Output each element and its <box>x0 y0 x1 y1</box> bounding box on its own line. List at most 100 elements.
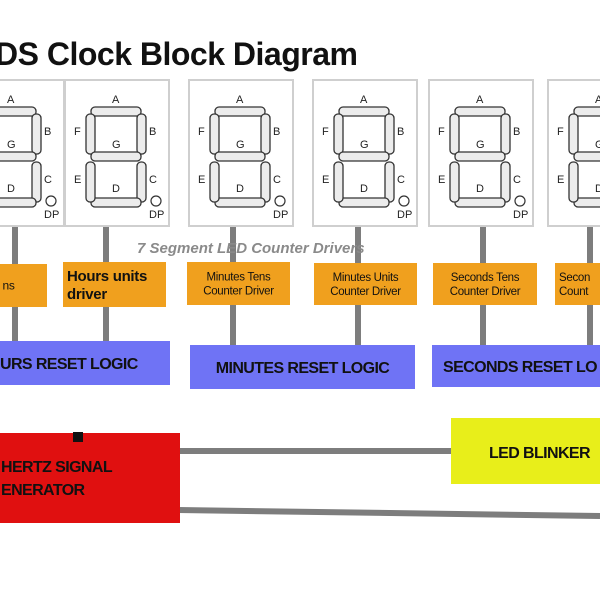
segment-d <box>0 197 37 208</box>
segment-g <box>338 151 390 162</box>
segment-d <box>214 197 266 208</box>
diagram-title: DS Clock Block Diagram <box>0 36 358 72</box>
segment-f <box>209 113 220 155</box>
reset-logic-label: SECONDS RESET LO <box>443 359 597 376</box>
segment-label-f: F <box>438 126 445 138</box>
segment-c <box>260 161 271 203</box>
decimal-point <box>274 195 286 207</box>
segment-label-f: F <box>322 126 329 138</box>
segment-label-d: D <box>595 183 600 195</box>
segment-label-g: G <box>112 139 121 151</box>
segment-g <box>573 151 600 162</box>
segment-label-f: F <box>557 126 564 138</box>
segment-f <box>85 113 96 155</box>
decimal-point <box>514 195 526 207</box>
segment-f <box>333 113 344 155</box>
segment-label-b: B <box>44 126 51 138</box>
decimal-point <box>45 195 57 207</box>
wires <box>12 222 600 519</box>
counter-driver-block: ns <box>0 264 47 307</box>
segment-label-c: C <box>273 174 281 186</box>
segment-label-a: A <box>7 94 15 106</box>
generator-output-wire <box>177 507 600 519</box>
segment-b <box>384 113 395 155</box>
segment-label-a: A <box>112 94 120 106</box>
driver-label: ns <box>2 279 14 293</box>
blinker-label: LED BLINKER <box>489 445 591 462</box>
segment-b <box>31 113 42 155</box>
segment-label-dp: DP <box>273 209 288 221</box>
segment-label-d: D <box>360 183 368 195</box>
segment-d <box>454 197 506 208</box>
segment-b <box>136 113 147 155</box>
driver-label: Minutes Tens <box>207 272 271 284</box>
segment-label-g: G <box>595 139 600 151</box>
segment-e <box>209 161 220 203</box>
segment-c <box>384 161 395 203</box>
driver-label: Counter Driver <box>450 286 521 298</box>
segment-label-e: E <box>557 174 564 186</box>
segment-label-c: C <box>513 174 521 186</box>
segment-label-b: B <box>513 126 520 138</box>
segment-label-e: E <box>322 174 329 186</box>
segment-label-f: F <box>198 126 205 138</box>
segment-a <box>454 106 506 117</box>
segment-label-c: C <box>149 174 157 186</box>
generator-connector <box>73 432 83 442</box>
reset-logic-block: URS RESET LOGIC <box>0 341 170 385</box>
segment-label-d: D <box>112 183 120 195</box>
reset-logic-block: MINUTES RESET LOGIC <box>190 345 415 389</box>
seven-segment-displays: ABCDEFGDPABCDEFGDPABCDEFGDPABCDEFGDPABCD… <box>0 79 600 227</box>
segment-label-b: B <box>149 126 156 138</box>
segment-label-a: A <box>236 94 244 106</box>
decimal-point <box>150 195 162 207</box>
segment-label-b: B <box>273 126 280 138</box>
reset-logic-label: URS RESET LOGIC <box>0 356 139 373</box>
segment-label-g: G <box>7 139 16 151</box>
segment-a <box>338 106 390 117</box>
segment-label-d: D <box>236 183 244 195</box>
segment-a <box>90 106 142 117</box>
segment-label-dp: DP <box>397 209 412 221</box>
segment-a <box>573 106 600 117</box>
segment-b <box>260 113 271 155</box>
segment-d <box>90 197 142 208</box>
segment-e <box>449 161 460 203</box>
driver-label: Counter Driver <box>203 285 274 297</box>
segment-label-a: A <box>476 94 484 106</box>
segment-f <box>449 113 460 155</box>
segment-label-a: A <box>595 94 600 106</box>
segment-label-dp: DP <box>149 209 164 221</box>
segment-label-e: E <box>438 174 445 186</box>
segment-c <box>500 161 511 203</box>
driver-label: Secon <box>559 272 590 284</box>
segment-b <box>500 113 511 155</box>
segment-g <box>214 151 266 162</box>
segment-label-g: G <box>476 139 485 151</box>
driver-label: Seconds Tens <box>451 272 520 284</box>
segment-label-d: D <box>7 183 15 195</box>
segment-a <box>0 106 37 117</box>
segment-c <box>136 161 147 203</box>
driver-label: driver <box>67 286 107 303</box>
segment-label-f: F <box>74 126 81 138</box>
reset-logic-label: MINUTES RESET LOGIC <box>216 360 391 377</box>
segment-label-a: A <box>360 94 368 106</box>
segment-g <box>90 151 142 162</box>
segment-g <box>454 151 506 162</box>
segment-c <box>31 161 42 203</box>
segment-drivers-label: 7 Segment LED Counter Drivers <box>137 240 365 257</box>
segment-label-dp: DP <box>44 209 59 221</box>
